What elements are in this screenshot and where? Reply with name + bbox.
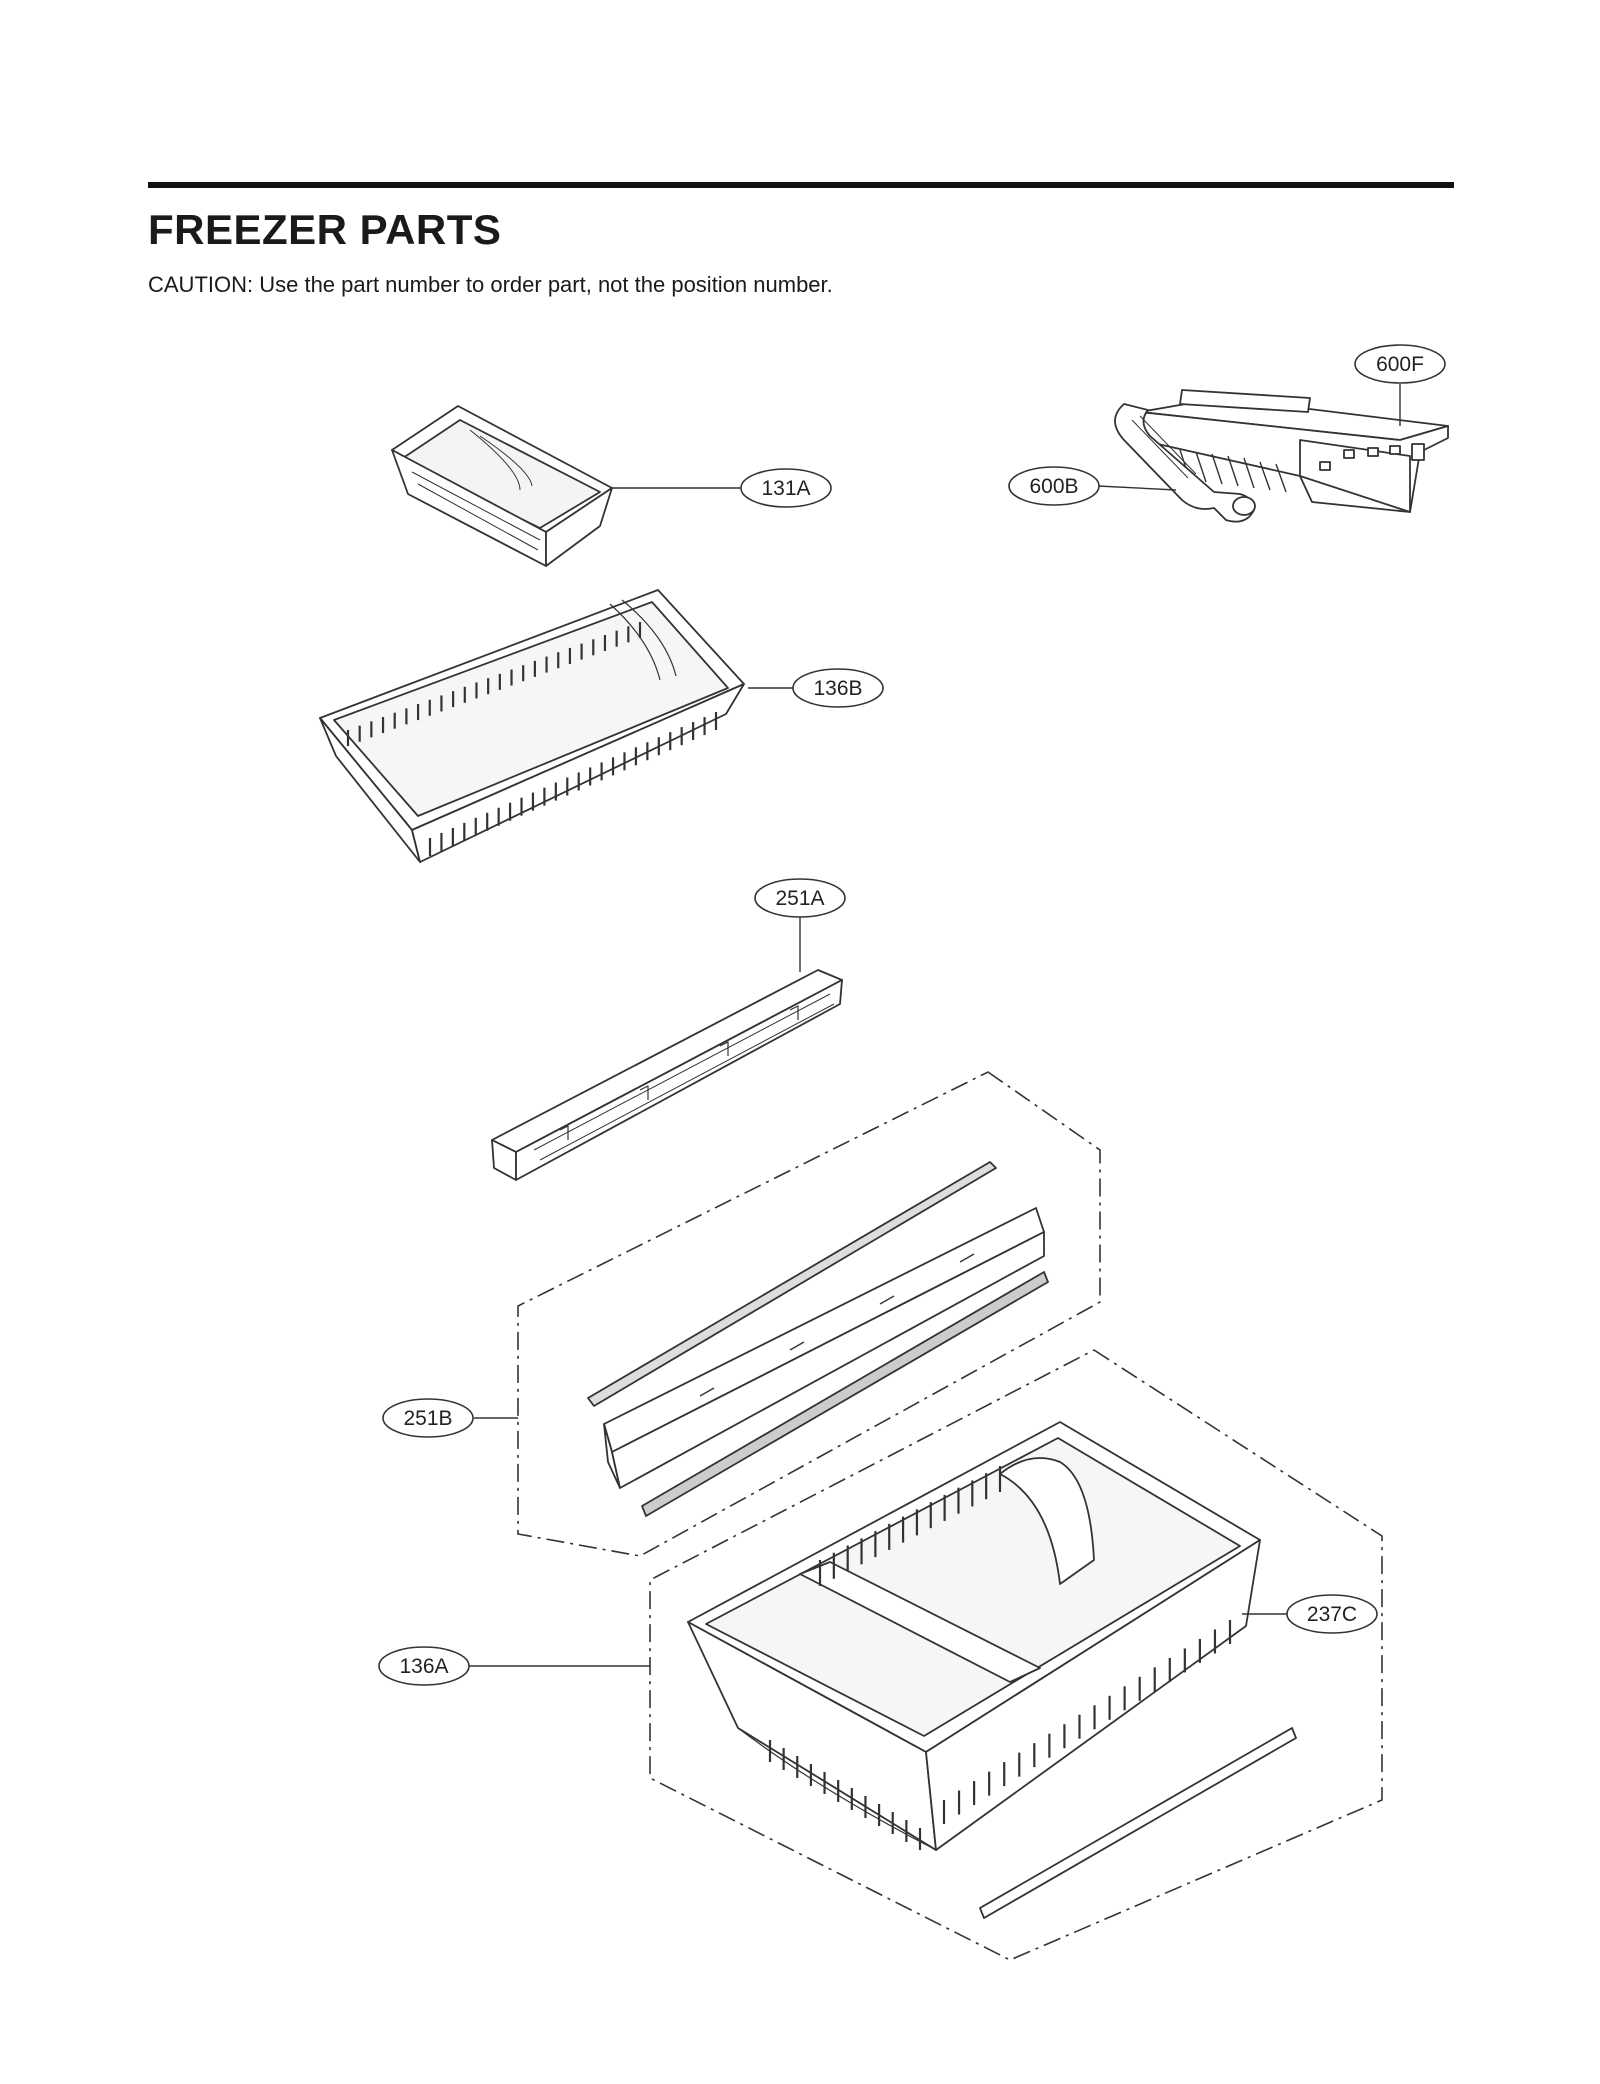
callout-131A: 131A <box>740 468 832 508</box>
callout-label-136B: 136B <box>813 677 862 700</box>
caution-note: CAUTION: Use the part number to order pa… <box>148 272 833 297</box>
callout-251A: 251A <box>754 878 846 918</box>
part-251A-rail <box>491 969 843 1181</box>
callout-136B: 136B <box>792 668 884 708</box>
part-251B-rail-assembly <box>587 1161 1049 1517</box>
part-136A-basket <box>687 1421 1261 1851</box>
callout-251B: 251B <box>382 1398 474 1438</box>
callout-label-131A: 131A <box>761 477 810 500</box>
leader-600B <box>1097 485 1177 491</box>
callout-label-600F: 600F <box>1376 353 1424 376</box>
part-600F-icemaker-body <box>1139 389 1449 513</box>
callout-label-600B: 600B <box>1029 475 1078 498</box>
page-title: FREEZER PARTS <box>148 206 502 253</box>
part-131A-bin <box>391 405 613 567</box>
callout-label-251A: 251A <box>775 887 824 910</box>
callout-600F: 600F <box>1354 344 1446 384</box>
part-136B-basket-slots <box>346 622 718 856</box>
header-rule <box>148 182 1454 188</box>
leader-lines <box>468 384 1401 1667</box>
callout-600B: 600B <box>1008 466 1100 506</box>
assembly-boundaries <box>517 1071 1383 1961</box>
callout-237C: 237C <box>1286 1594 1378 1634</box>
callout-label-251B: 251B <box>403 1407 452 1430</box>
callout-label-237C: 237C <box>1307 1603 1357 1626</box>
callout-136A: 136A <box>378 1646 470 1686</box>
boundary-251B-assembly <box>517 1071 1101 1557</box>
callout-label-136A: 136A <box>399 1655 448 1678</box>
part-600B-ejector-arm <box>1114 403 1256 523</box>
boundary-136A-assembly <box>649 1349 1383 1961</box>
part-136A-basket-slots <box>768 1466 1232 1850</box>
part-237C-strip <box>979 1727 1297 1919</box>
